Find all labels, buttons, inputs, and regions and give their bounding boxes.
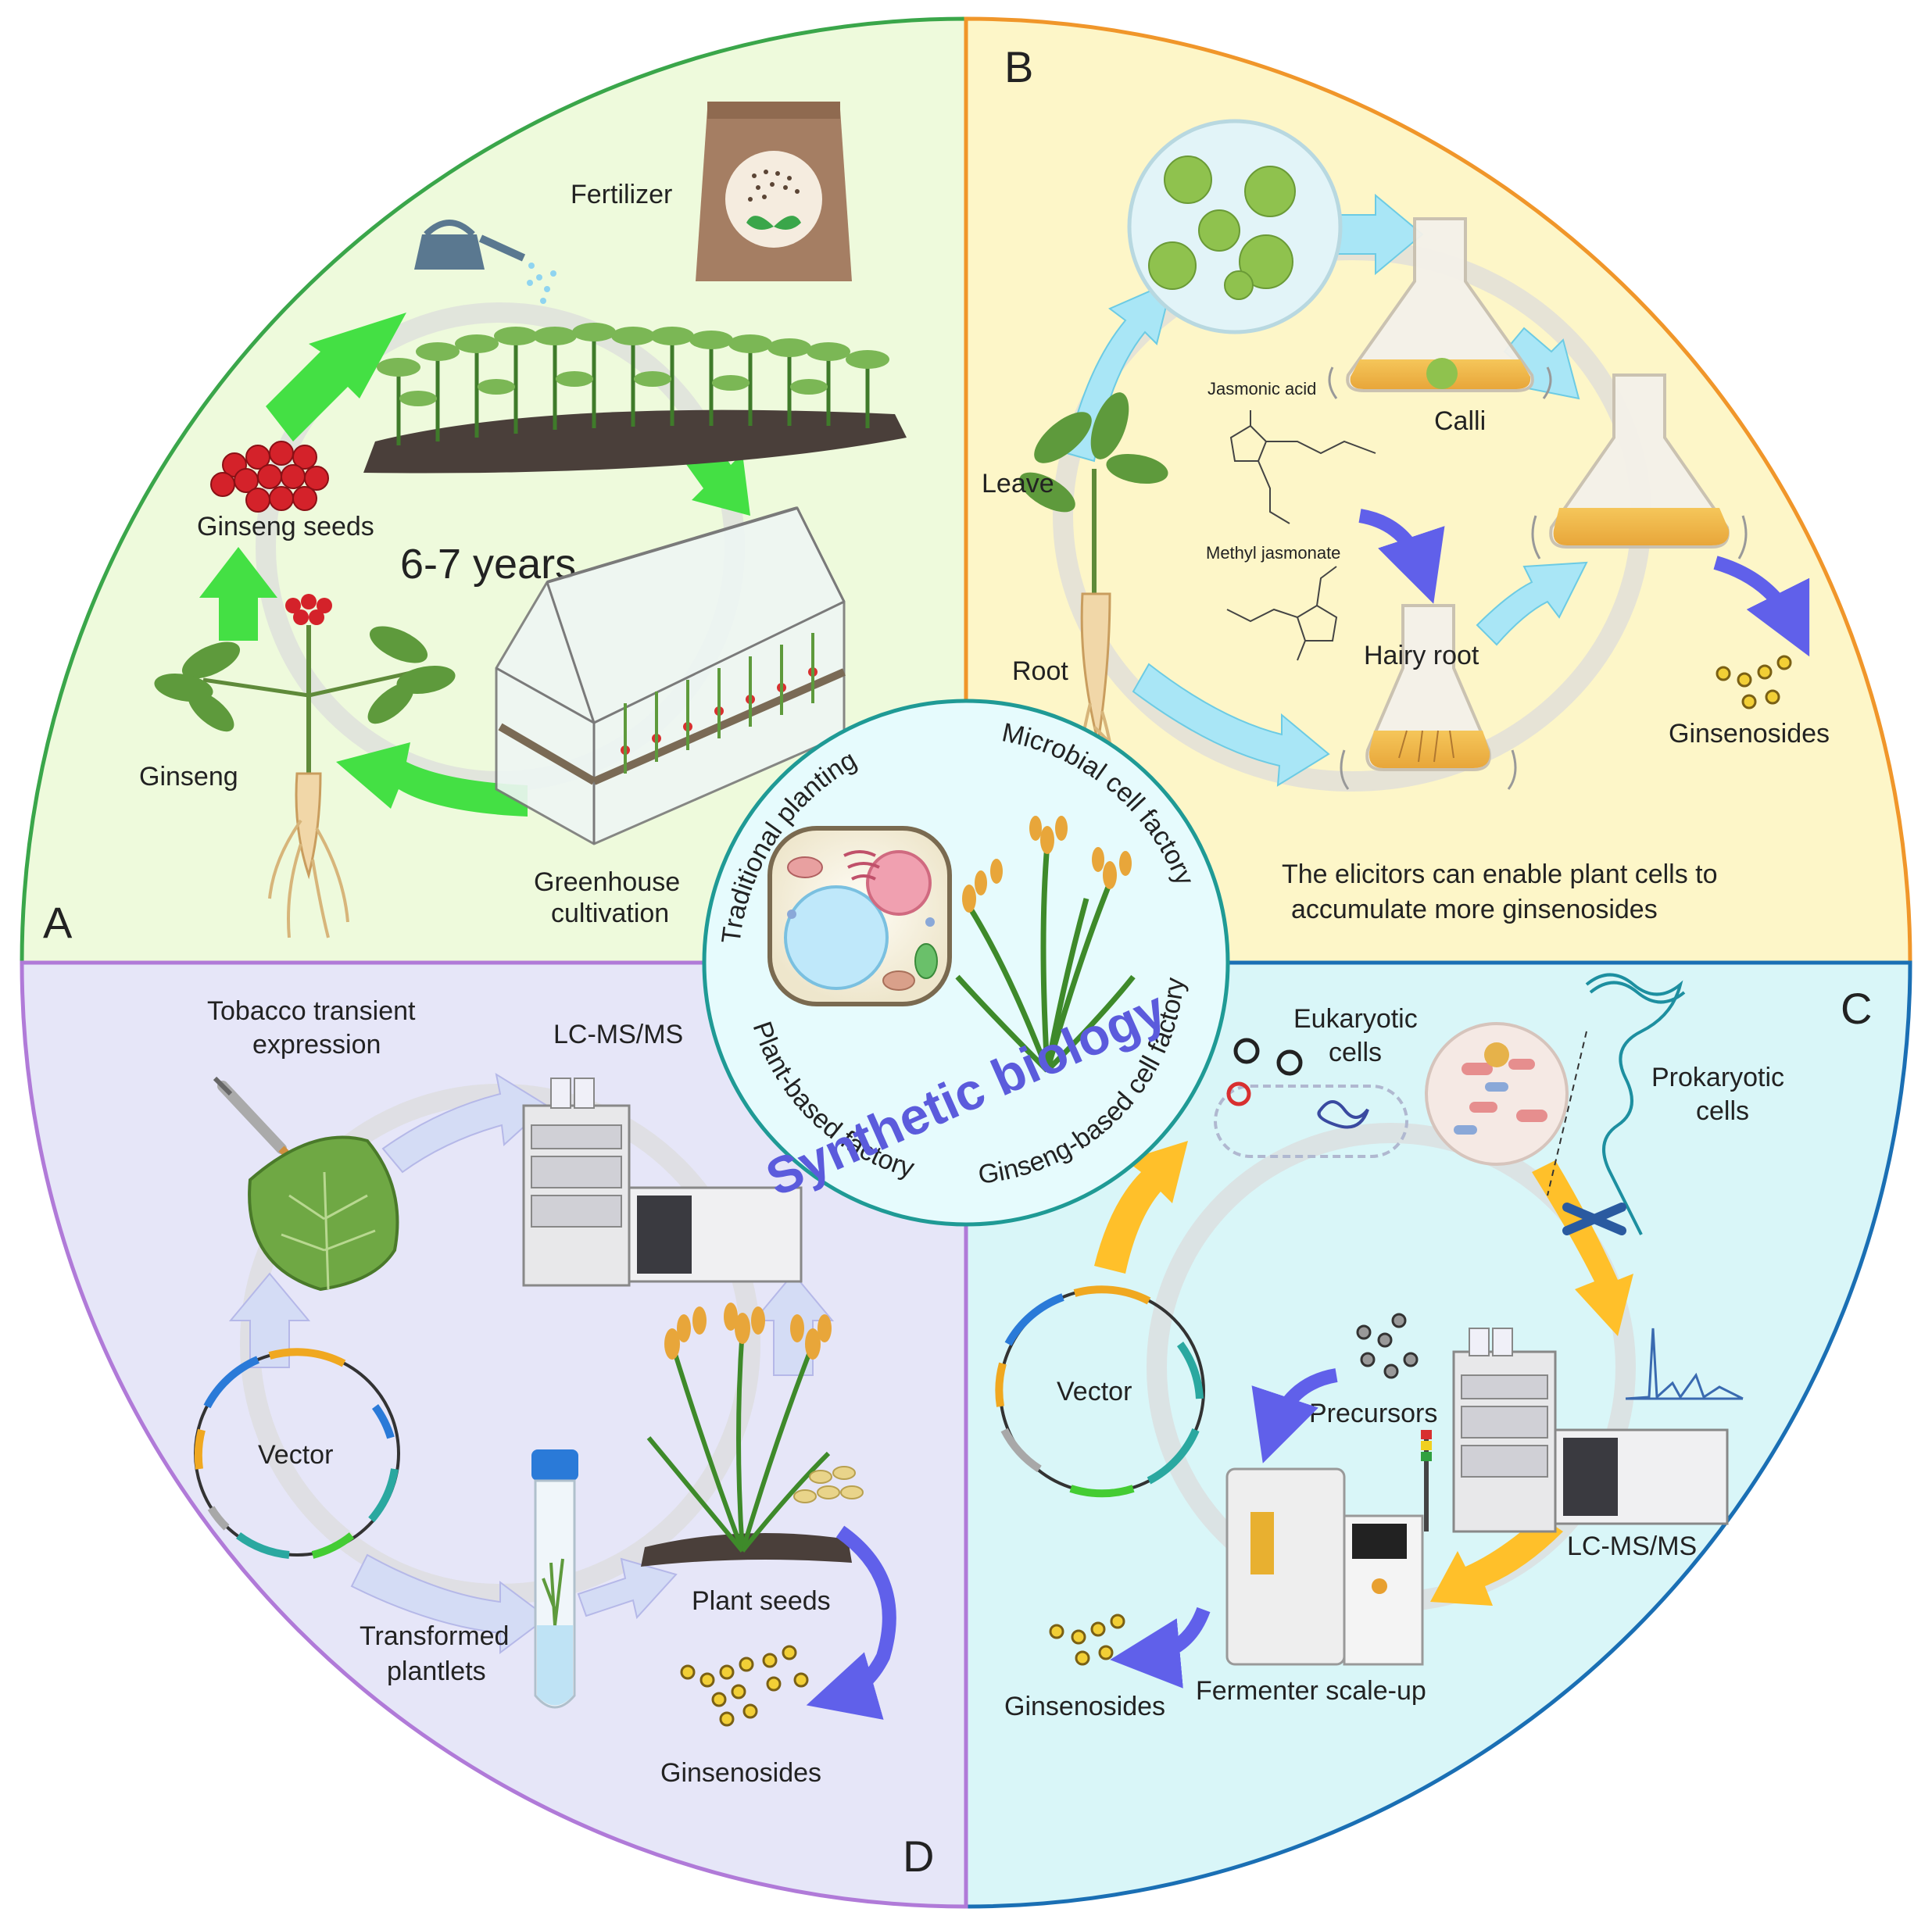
panel-c-border	[964, 960, 1912, 1909]
note-line-2: accumulate more ginsenosides	[1291, 895, 1658, 924]
panel-a-letter: A	[43, 898, 73, 947]
label-plantlets: plantlets	[387, 1657, 486, 1686]
quadrant-borders	[20, 16, 1912, 1909]
center-hub: Traditional planting Microbial cell fact…	[702, 699, 1230, 1227]
green-arrow-ginseng-to-seeds	[199, 547, 277, 641]
label-methyl-jasmonate: Methyl jasmonate	[1206, 543, 1340, 563]
label-jasmonic-acid: Jasmonic acid	[1208, 379, 1316, 399]
note-line-1: The elicitors can enable plant cells to	[1282, 860, 1718, 889]
lavender-arrow-tube-to-seeds	[577, 1557, 678, 1620]
cell-icon	[1425, 1022, 1569, 1166]
ginseng-plant-icon	[154, 594, 456, 938]
label-transformed: Transformed	[360, 1621, 509, 1651]
molecule-structure-icon	[1226, 566, 1338, 661]
label-cultivation: cultivation	[551, 899, 669, 928]
lc-ms-instrument-icon	[1452, 1328, 1729, 1533]
label-tobacco: Tobacco transient	[207, 996, 416, 1026]
label-vector-c: Vector	[1057, 1377, 1132, 1406]
label-ginseng-seeds: Ginseng seeds	[197, 512, 374, 541]
curve-arrow-to-ginsenosides-c	[1110, 1607, 1211, 1689]
fermenter-icon	[1225, 1430, 1432, 1666]
greenhouse-icon	[495, 506, 846, 845]
erlenmeyer-flask-icon	[1328, 217, 1552, 399]
label-lcms-c: LC-MS/MS	[1567, 1531, 1697, 1561]
panel-d-border	[20, 960, 968, 1909]
panel-c: Eukaryotic cells Prokaryotic cells	[995, 973, 1872, 1721]
erlenmeyer-flask-icon	[1340, 604, 1517, 790]
label-ginsenosides-c: Ginsenosides	[1004, 1692, 1165, 1721]
label-lcms-d: LC-MS/MS	[553, 1020, 683, 1049]
ginsenoside-dots-c	[1049, 1614, 1125, 1666]
rice-plant-icon	[641, 1303, 864, 1567]
dna-pointer-line	[1547, 1031, 1587, 1196]
rice-plant-icon	[955, 816, 1136, 1073]
panel-d: Tobacco transient expression LC-MS/MS	[194, 996, 934, 1881]
curve-arrow-to-hairyroot	[1358, 509, 1445, 604]
molecule-structure-icon	[1229, 410, 1376, 524]
panel-b-letter: B	[1004, 42, 1033, 91]
plant-cell-icon	[767, 826, 952, 1006]
green-arrow-greenhouse-to-ginseng	[336, 742, 528, 817]
label-expression: expression	[252, 1030, 381, 1060]
panel-a: Fertilizer Ginseng	[43, 102, 907, 947]
label-prokaryotic-cells: cells	[1696, 1096, 1749, 1126]
curve-arrow-to-fermenter	[1251, 1368, 1338, 1464]
label-ginsenosides-d: Ginsenosides	[660, 1758, 821, 1788]
watering-can-icon	[414, 220, 556, 304]
berry-cluster-icon	[210, 441, 329, 513]
label-fertilizer: Fertilizer	[571, 180, 672, 209]
plasmid-small-icons	[1226, 1038, 1303, 1106]
petri-dish-icon	[1127, 119, 1343, 334]
label-greenhouse: Greenhouse	[534, 867, 680, 897]
label-ginsenosides-b: Ginsenosides	[1669, 719, 1830, 749]
plasmid-vector-icon	[194, 1348, 400, 1559]
panel-b: Calli Hairy root Jasmonic acid Methyl ja…	[982, 42, 1830, 924]
label-eukaryotic-cells: cells	[1329, 1038, 1382, 1067]
label-years: 6-7 years	[400, 541, 576, 588]
label-eukaryotic: Eukaryotic	[1293, 1004, 1418, 1034]
blue-arrow-hairyroot-to-flask	[1476, 561, 1588, 646]
label-fermenter: Fermenter scale-up	[1196, 1676, 1426, 1706]
label-precursors: Precursors	[1309, 1399, 1437, 1428]
label-plant-seeds: Plant seeds	[692, 1586, 831, 1616]
orange-arrow-vector-to-cells	[1094, 1141, 1188, 1274]
ginsenoside-dots	[1716, 655, 1792, 709]
green-arrow-seeds-to-bed	[266, 313, 406, 441]
panel-a-border	[20, 16, 968, 965]
orange-arrow-lcms-to-fermenter	[1430, 1516, 1563, 1606]
ginseng-plant-icon	[1019, 392, 1168, 782]
curve-arrow-to-ginsenosides	[1713, 556, 1810, 657]
ginsenoside-dots-d	[680, 1645, 809, 1727]
label-leave: Leave	[982, 469, 1054, 499]
panel-d-letter: D	[903, 1832, 934, 1881]
label-prokaryotic: Prokaryotic	[1651, 1063, 1784, 1092]
label-vector-d: Vector	[258, 1440, 333, 1470]
erlenmeyer-flask-icon	[1531, 373, 1748, 559]
label-ginseng: Ginseng	[139, 762, 238, 792]
chromatogram-icon	[1625, 1328, 1744, 1400]
test-tube-icon	[531, 1449, 578, 1709]
panel-b-border	[964, 16, 1912, 965]
leaf-icon	[248, 1135, 399, 1292]
fertilizer-bag-icon	[696, 102, 852, 281]
blue-arrow-root-to-hairyroot	[1132, 663, 1330, 787]
seedling-bed-icon	[363, 323, 907, 474]
lavender-arrow-vector-to-tube	[350, 1553, 549, 1654]
curve-arrow-seeds	[806, 1525, 896, 1720]
dna-strand-icon	[1585, 973, 1686, 1235]
label-root: Root	[1012, 656, 1068, 686]
chromosome-icon	[1562, 1203, 1626, 1235]
panel-c-letter: C	[1841, 984, 1872, 1033]
plasmid-vector-icon	[995, 1285, 1205, 1498]
label-calli: Calli	[1434, 406, 1486, 436]
bacterium-icon	[1214, 1085, 1408, 1158]
lc-ms-instrument-icon	[522, 1078, 803, 1287]
lavender-arrow-vector-to-leaf	[228, 1272, 311, 1368]
label-hairy-root: Hairy root	[1364, 641, 1479, 670]
precursor-dots	[1356, 1313, 1419, 1379]
orange-arrow-cells-to-lcms	[1532, 1160, 1633, 1336]
